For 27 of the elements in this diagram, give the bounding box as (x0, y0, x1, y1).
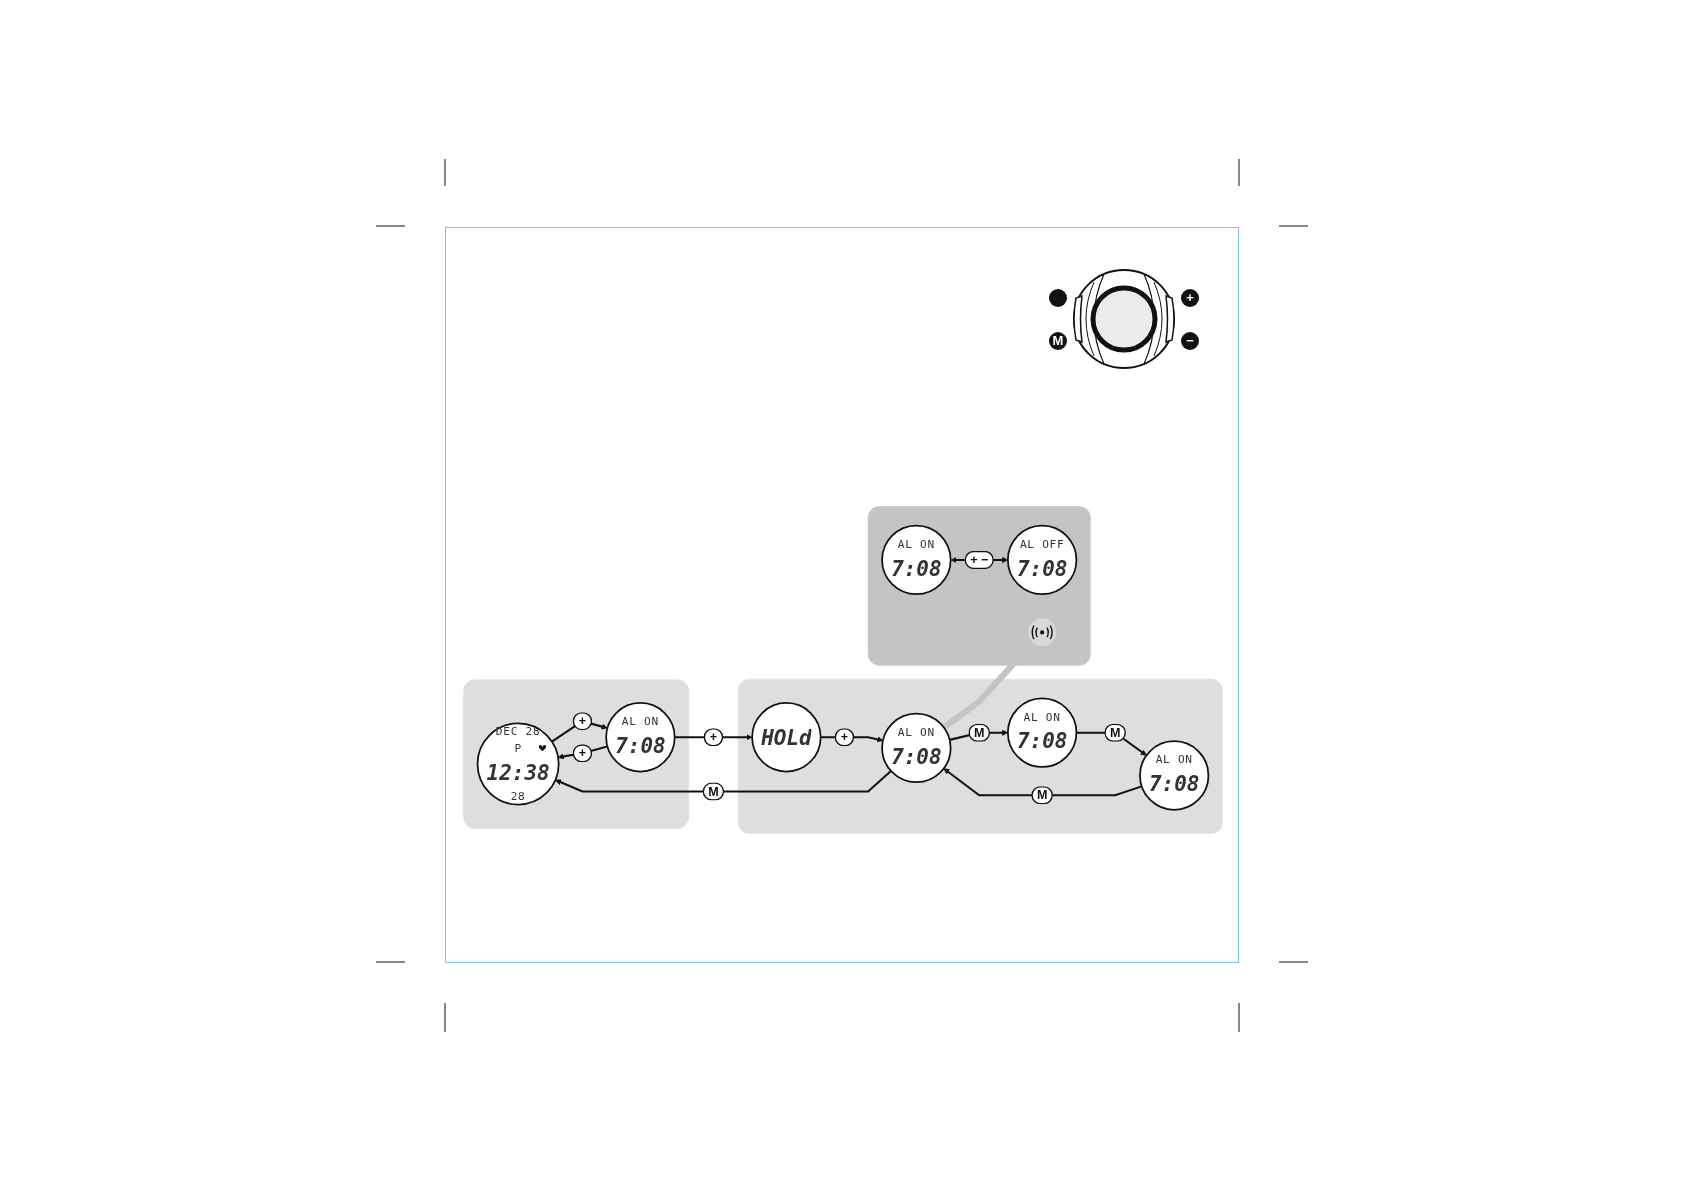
edge-label: + (578, 714, 587, 729)
node-circle: AL OFF 7:08 (1007, 524, 1078, 596)
button-label: + (1181, 289, 1199, 307)
node-circle: HOLd (751, 702, 822, 773)
edge-label: + (709, 730, 718, 745)
node-circle: AL ON 7:08 (605, 702, 676, 773)
node-circle: DEC 28 P 12:38 28 (476, 722, 560, 806)
arrow (943, 768, 1142, 797)
edge-label: + − (970, 552, 989, 567)
edge-label: M (1036, 788, 1048, 803)
arrow (1076, 731, 1147, 756)
cluster (737, 678, 1223, 834)
arrow (555, 770, 892, 793)
edge-label: M (1109, 725, 1121, 740)
node-circle: AL ON 7:08 (881, 524, 952, 596)
node-circle: AL ON 7:08 (881, 712, 952, 784)
arrow (551, 720, 608, 743)
edge-label: M (974, 725, 985, 740)
button-label: M (1049, 332, 1067, 350)
node-circle: AL ON 7:08 (1139, 740, 1210, 811)
node-circle: AL ON 7:08 (1007, 697, 1078, 768)
edge-label: + (840, 730, 849, 745)
edge-label: M (708, 784, 719, 799)
button-label: − (1181, 332, 1199, 350)
cluster (867, 506, 1091, 666)
edge-label: + (578, 746, 587, 761)
cluster (463, 679, 689, 829)
